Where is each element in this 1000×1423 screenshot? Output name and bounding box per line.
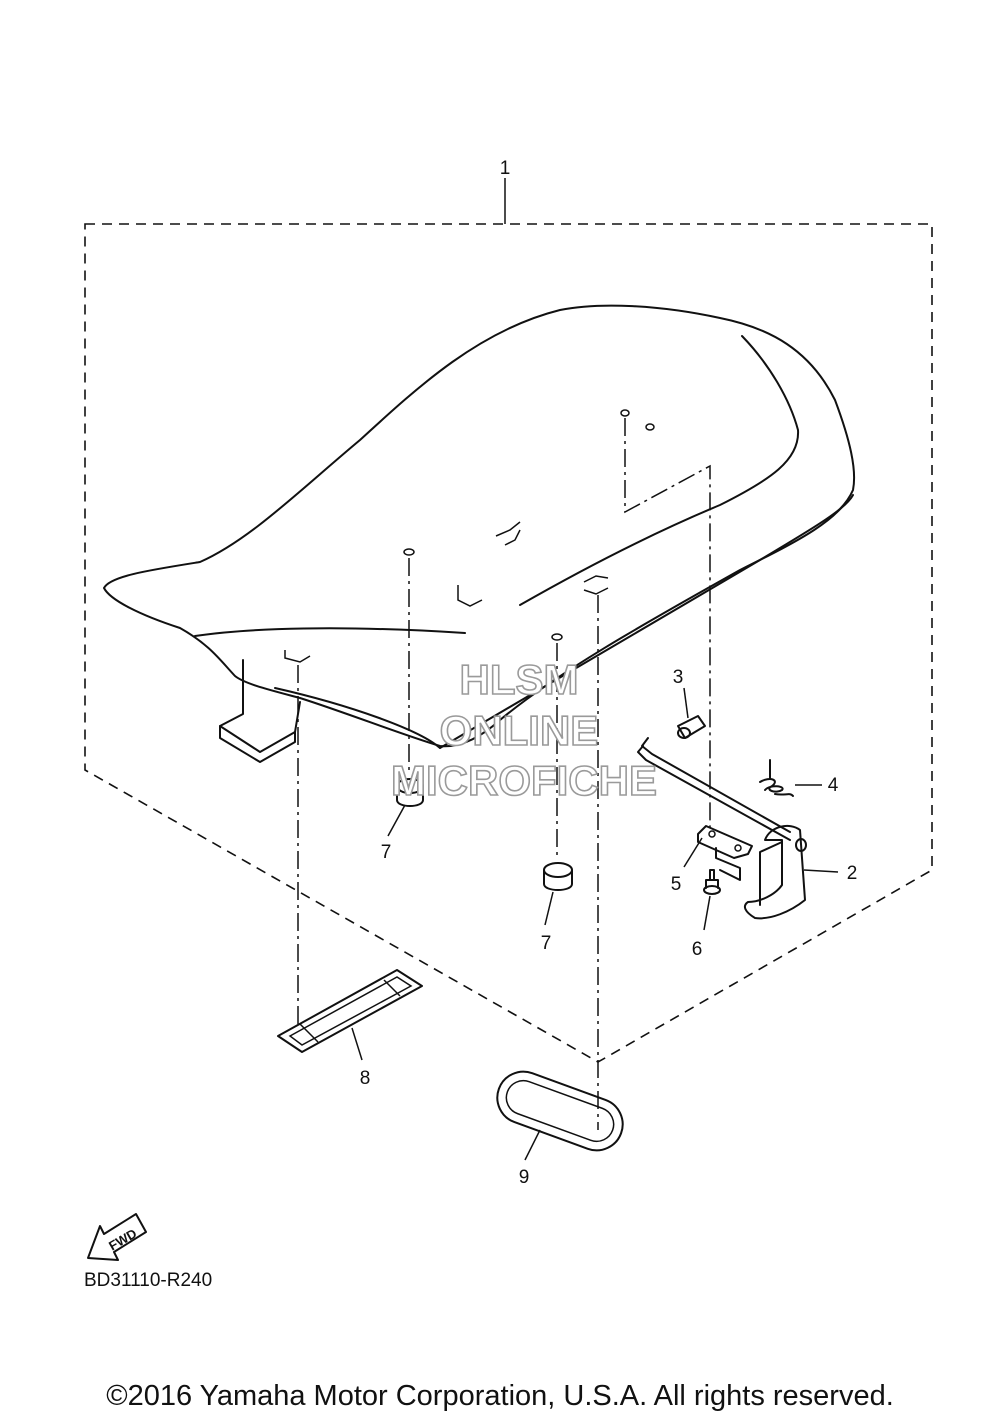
callout-8: 8 (360, 1068, 371, 1089)
bracket (697, 825, 753, 881)
seat-drawing (103, 304, 856, 763)
copyright-notice: ©2016 Yamaha Motor Corporation, U.S.A. A… (106, 1380, 894, 1412)
callout-1: 1 (500, 158, 511, 179)
callout-leaders (351, 687, 839, 1161)
callout-2: 2 (847, 863, 858, 884)
watermark-line-3: MICROFICHE (391, 757, 657, 804)
damper-upper (396, 778, 424, 807)
lock-cover (743, 824, 807, 920)
callout-7a: 7 (381, 842, 392, 863)
callout-5: 5 (671, 874, 682, 895)
damper-lower (543, 862, 573, 891)
diagram-code: BD31110-R240 (84, 1270, 213, 1291)
spring (759, 759, 794, 797)
callout-4: 4 (828, 775, 839, 796)
callout-3: 3 (673, 667, 684, 688)
watermark-line-1: HLSM (460, 656, 579, 703)
strap (277, 969, 423, 1053)
callout-7b: 7 (541, 933, 552, 954)
assembly-boundary (84, 223, 933, 1063)
lock-rod (637, 737, 791, 841)
watermark-line-2: ONLINE (440, 707, 599, 754)
collar (677, 715, 706, 739)
alignment-lines (297, 418, 711, 1130)
callout-6: 6 (692, 939, 703, 960)
grommet (496, 1070, 624, 1152)
fwd-arrow-icon: FWD (87, 1213, 147, 1261)
callout-9: 9 (519, 1167, 530, 1188)
screw (703, 869, 721, 895)
